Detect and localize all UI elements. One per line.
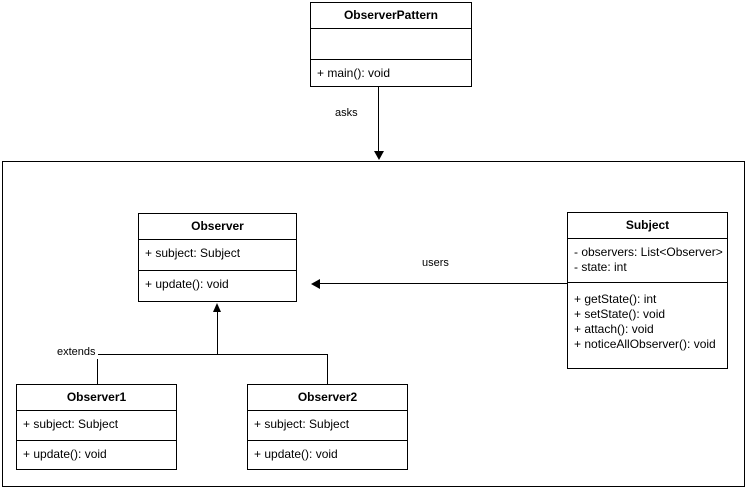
class-attributes-observerpattern [311,29,471,60]
class-name-observer2: Observer2 [248,385,407,411]
class-name-observer1: Observer1 [17,385,176,411]
edge-extends-crossbar [97,354,328,355]
class-name-observer: Observer [139,214,296,240]
class-methods-observer2: + update(): void [248,441,407,471]
edge-extends-stem [217,311,218,355]
method-update: + update(): void [23,447,107,461]
edge-label-extends: extends [55,346,98,359]
class-methods-subject: + getState(): int + setState(): void + a… [568,283,727,356]
class-attributes-observer1: + subject: Subject [17,411,176,441]
edge-label-asks: asks [333,107,360,120]
method-attach: + attach(): void [574,322,654,336]
class-box-observer2[interactable]: Observer2 + subject: Subject + update():… [247,384,408,470]
class-box-observer[interactable]: Observer + subject: Subject + update(): … [138,213,297,302]
edge-extends-leg-observer1 [97,354,98,384]
class-methods-observer: + update(): void [139,271,296,302]
edge-asks-line [378,87,379,152]
class-name-observerpattern: ObserverPattern [311,3,471,29]
method-update: + update(): void [145,277,229,291]
class-attributes-observer2: + subject: Subject [248,411,407,441]
edge-extends-arrowhead [213,303,221,312]
class-attributes-subject: - observers: List<Observer> - state: int [568,239,727,283]
class-methods-observer1: + update(): void [17,441,176,471]
attribute-subject: + subject: Subject [23,417,119,431]
edge-label-users: users [420,257,451,270]
method-main: + main(): void [317,66,391,80]
attribute-subject: + subject: Subject [254,417,350,431]
method-getstate: + getState(): int [574,292,657,306]
edge-users-arrowhead [311,279,320,289]
class-box-observer1[interactable]: Observer1 + subject: Subject + update():… [16,384,177,470]
class-box-subject[interactable]: Subject - observers: List<Observer> - st… [567,212,728,369]
attribute-state: - state: int [574,260,627,274]
edge-users-line [320,283,567,284]
method-update: + update(): void [254,447,338,461]
edge-extends-leg-observer2 [327,354,328,384]
attribute-subject: + subject: Subject [145,246,241,260]
method-setstate: + setState(): void [574,307,666,321]
class-box-observerpattern[interactable]: ObserverPattern + main(): void [310,2,472,87]
edge-asks-arrowhead [374,151,384,160]
class-attributes-observer: + subject: Subject [139,240,296,271]
class-methods-observerpattern: + main(): void [311,60,471,88]
class-name-subject: Subject [568,213,727,239]
method-noticeallobserver: + noticeAllObserver(): void [574,337,716,351]
attribute-observers: - observers: List<Observer> [574,245,723,259]
package-frame [2,161,745,487]
